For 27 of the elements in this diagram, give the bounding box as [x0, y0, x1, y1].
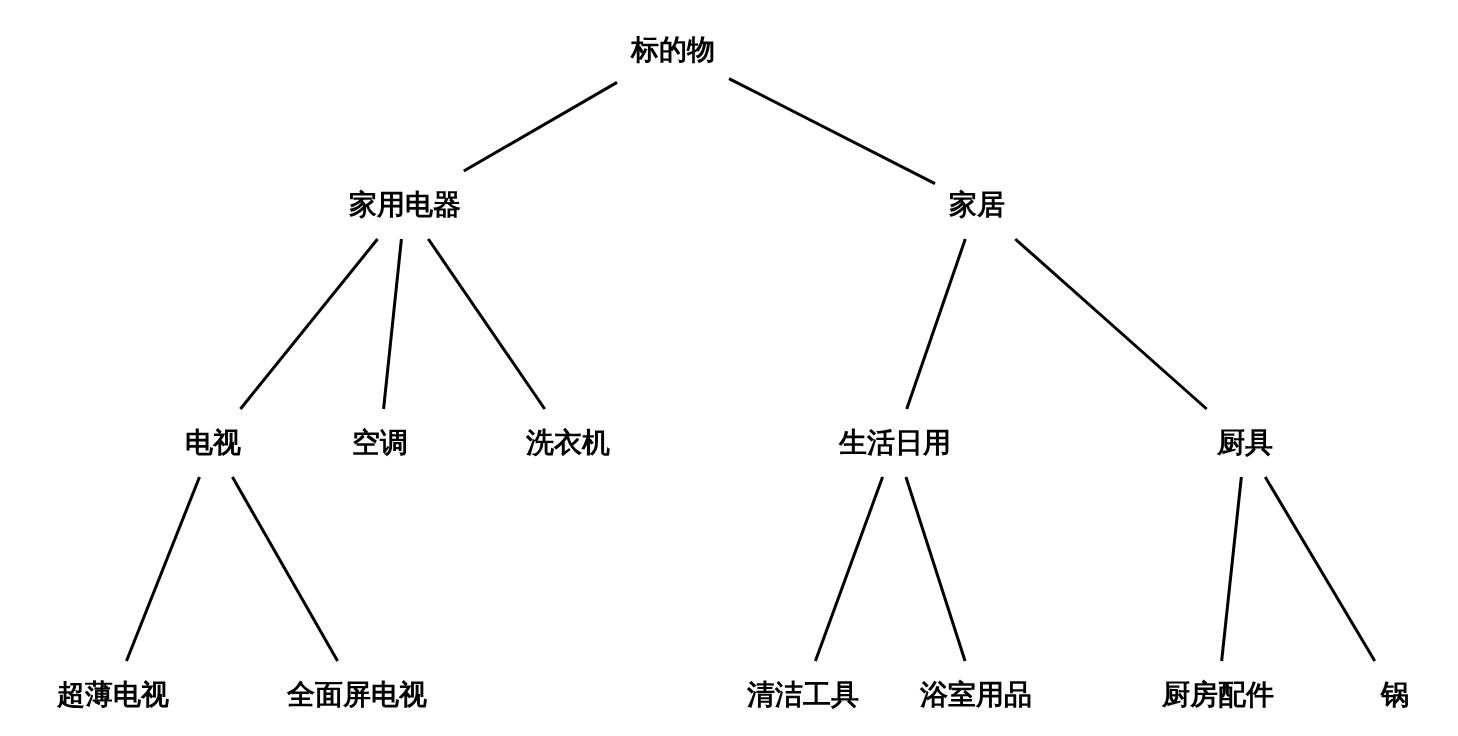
connector-line — [1014, 237, 1208, 411]
connector-line — [814, 476, 884, 662]
connector-line — [904, 476, 967, 662]
connector-line — [1220, 476, 1243, 662]
connector-line — [463, 81, 618, 173]
category-label: 全面屏电视 — [273, 661, 441, 729]
category-label: 电视 — [171, 409, 255, 477]
category-label: 洗衣机 — [512, 409, 624, 477]
connector-line — [239, 238, 379, 410]
category-label: 浴室用品 — [906, 661, 1046, 729]
category-label: 生活日用 — [825, 409, 965, 477]
category-label: 锅 — [1367, 661, 1423, 729]
connector-line — [427, 238, 546, 410]
connector-line — [905, 238, 967, 410]
category-label: 厨具 — [1203, 409, 1287, 477]
connector-line — [231, 476, 339, 662]
connector-line — [1263, 476, 1377, 662]
category-label: 厨房配件 — [1148, 661, 1288, 729]
category-label: 清洁工具 — [733, 661, 873, 729]
connector-line — [125, 476, 201, 662]
category-label: 家居 — [935, 171, 1019, 239]
connector-line — [728, 77, 936, 185]
connector-line — [382, 238, 403, 410]
category-label: 超薄电视 — [43, 661, 183, 729]
category-label: 空调 — [338, 409, 422, 477]
category-label: 标的物 — [617, 16, 729, 84]
category-label: 家用电器 — [335, 171, 475, 239]
